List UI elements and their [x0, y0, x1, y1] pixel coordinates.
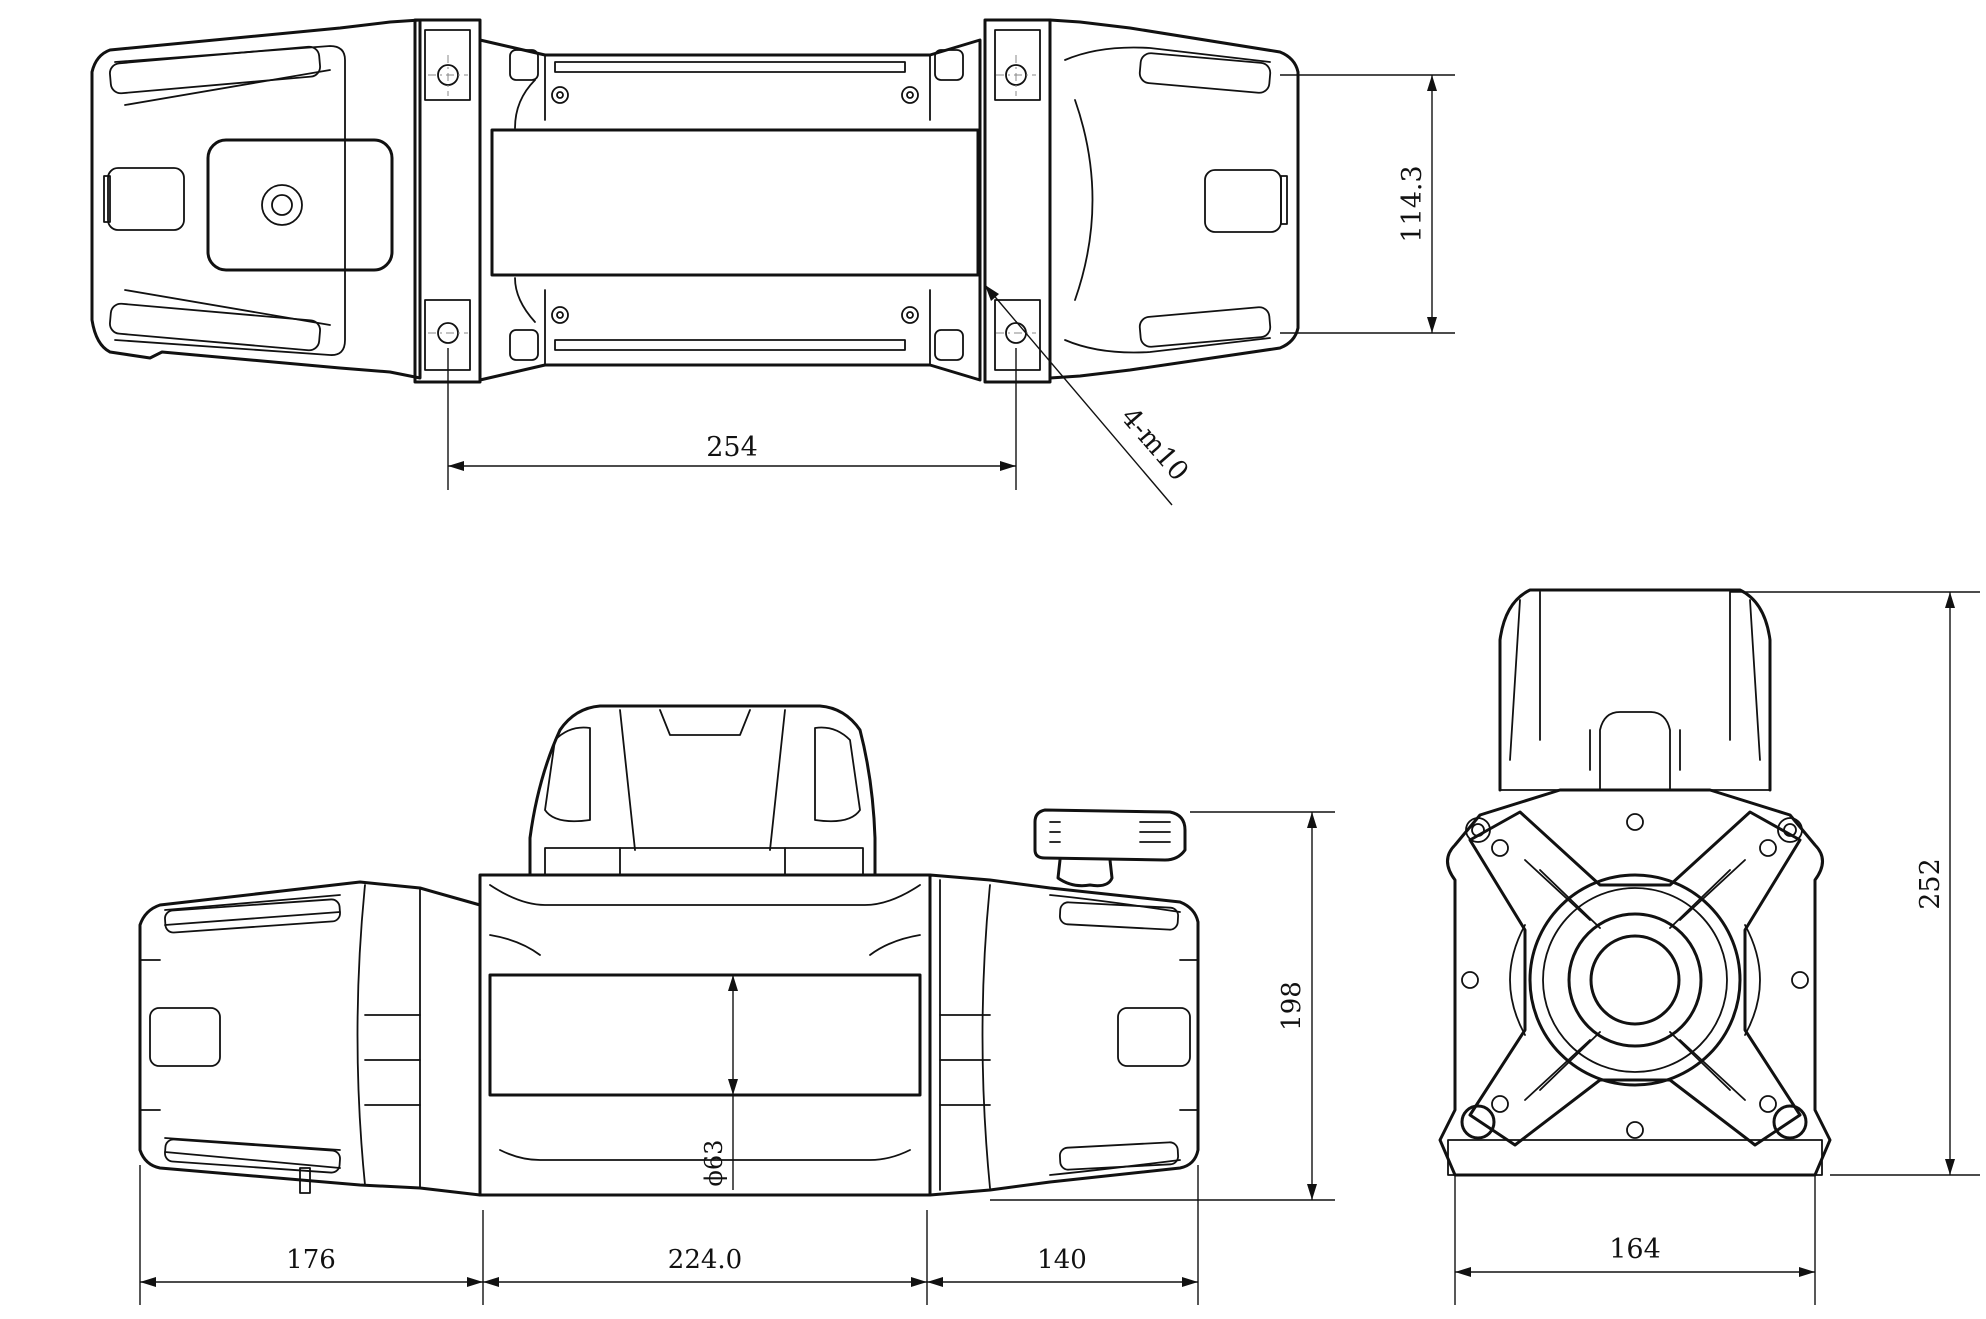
dim-side-width: 164	[1609, 1234, 1661, 1265]
dim-top-mount-height: 114.3	[1397, 165, 1428, 242]
front-view-dimensions: 176 224.0 140 198 ϕ63	[139, 811, 1335, 1305]
front-view-gearbox	[928, 873, 1200, 1197]
side-view-drum-flange	[1528, 873, 1742, 1087]
top-view	[90, 18, 1300, 384]
dim-top-mount-spacing: 254	[706, 432, 758, 463]
top-left-grip	[107, 167, 185, 231]
dim-bolt-callout: 4-m10	[1114, 402, 1194, 487]
dim-front-left-length: 176	[286, 1245, 336, 1275]
side-view-x-brace	[1468, 810, 1802, 1147]
front-view-drum	[488, 973, 922, 1097]
front-view-control-box	[528, 704, 877, 877]
top-view-right-housing	[1048, 18, 1300, 380]
dim-side-height: 252	[1915, 858, 1946, 910]
dim-front-drum-length: 224.0	[668, 1245, 742, 1275]
front-view	[138, 704, 1200, 1197]
side-view	[1438, 588, 1832, 1177]
top-view-dimensions: 254 114.3 4-m10	[447, 74, 1455, 506]
front-left-grip	[149, 1007, 221, 1067]
top-right-grip	[1204, 169, 1282, 233]
top-view-left-housing	[90, 18, 422, 380]
bolt-leader-line	[984, 284, 1173, 506]
top-view-drum	[490, 128, 980, 277]
clutch-handle	[1033, 808, 1187, 862]
control-box-cover	[206, 138, 394, 272]
front-right-grip	[1117, 1007, 1191, 1067]
side-view-drum-bore	[1567, 912, 1703, 1048]
dim-drum-diameter: ϕ63	[700, 1140, 728, 1187]
side-view-dimensions: 164 252	[1454, 591, 1980, 1305]
side-foot-bolt-icon	[1772, 1104, 1808, 1140]
dim-front-height: 198	[1277, 981, 1307, 1031]
side-foot-bolt-icon	[1460, 1104, 1496, 1140]
dim-front-right-length: 140	[1037, 1245, 1087, 1275]
top-view-drum-frame	[478, 38, 982, 382]
control-knob-icon	[261, 184, 303, 226]
side-view-frame	[1438, 788, 1832, 1177]
side-view-control-box	[1498, 588, 1772, 792]
front-view-body	[138, 880, 482, 1197]
